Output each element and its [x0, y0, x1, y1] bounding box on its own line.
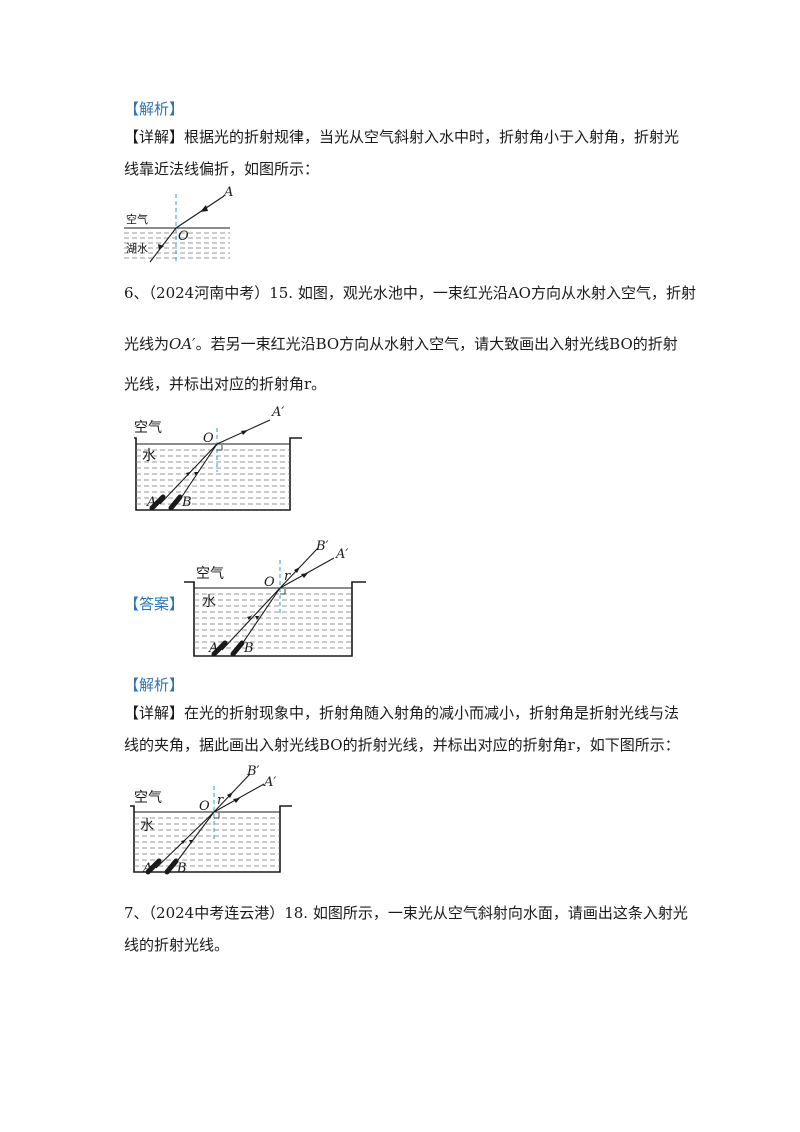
- label-A: A: [146, 495, 156, 510]
- question-6-line-1: 6、（2024河南中考）15. 如图，观光水池中，一束红光沿AO方向从水射入空气…: [124, 284, 696, 302]
- water-hatching: [134, 817, 280, 867]
- label-air: 空气: [196, 566, 224, 582]
- label-A: A: [223, 185, 233, 200]
- detail-paragraph-1: 【详解】根据光的折射规律，当光从空气斜射入水中时，折射角小于入射角，折射光: [124, 127, 684, 147]
- label-O: O: [264, 575, 275, 590]
- detail-paragraph-1-cont: 线靠近法线偏折，如图所示：: [124, 160, 320, 178]
- refracted-ray: [149, 227, 177, 263]
- right-angle-mark: [214, 813, 220, 819]
- label-A-prime: A′: [335, 547, 348, 562]
- light-source-B: [168, 494, 183, 511]
- arrow-icon: [227, 792, 233, 798]
- label-water: 水: [202, 594, 216, 610]
- refracted-ray-OA-prime: [213, 783, 265, 813]
- label-B-prime: B′: [246, 764, 260, 779]
- label-O: O: [203, 431, 214, 446]
- arrow-icon: [186, 470, 192, 476]
- question-7-line-1: 7、（2024中考连云港）18. 如图所示，一束光从空气斜射向水面，请画出这条入…: [124, 904, 688, 922]
- pool-vessel: [134, 437, 302, 511]
- arrow-icon: [200, 205, 208, 212]
- light-source-B: [230, 640, 245, 657]
- label-r: r: [217, 793, 224, 808]
- arrow-icon: [247, 614, 253, 620]
- label-water: 水: [142, 448, 156, 464]
- refraction-figure-lake: 空气 湖水 A O: [124, 185, 233, 263]
- arrow-icon: [255, 613, 261, 620]
- water-hatching: [136, 449, 290, 505]
- right-angle-mark: [280, 589, 286, 595]
- refraction-figure-analysis: 空气 水 O r B′ A′ A B: [130, 764, 292, 876]
- pool-vessel: [130, 805, 292, 873]
- analysis-heading-1: 【解析】: [124, 100, 185, 118]
- refraction-figure-question: 空气 水 O A′ A B: [134, 405, 302, 511]
- question-6-line-2: 光线为OA′。若另一束红光沿BO方向从水射入空气，请大致画出入射光线BO的折射: [124, 335, 678, 353]
- pool-vessel: [184, 581, 366, 657]
- analysis-heading-2: 【解析】: [124, 676, 185, 694]
- refraction-figure-answer: 空气 水 O r B′ A′ A B: [184, 539, 366, 657]
- light-source-A: [149, 494, 166, 511]
- arrow-icon: [301, 573, 308, 578]
- light-source-A: [145, 858, 162, 875]
- right-angle-mark: [217, 445, 223, 451]
- arrow-icon: [181, 838, 187, 844]
- symbol-OA-prime: OA′: [169, 335, 196, 353]
- arrow-icon: [158, 244, 164, 250]
- label-water: 水: [140, 818, 154, 834]
- label-O: O: [178, 229, 189, 244]
- label-water: 湖水: [126, 242, 148, 255]
- label-O: O: [199, 799, 210, 814]
- label-A-prime: A′: [263, 775, 276, 790]
- light-source-B: [164, 858, 179, 875]
- arrow-icon: [294, 567, 300, 573]
- label-air: 空气: [134, 790, 162, 806]
- arrow-icon: [194, 469, 200, 476]
- label-B: B: [176, 861, 187, 876]
- question-6-line-3: 光线，并标出对应的折射角r。: [124, 375, 327, 393]
- label-A-prime: A′: [271, 405, 284, 420]
- detail-text: 根据光的折射规律，当光从空气斜射入水中时，折射角小于入射角，折射光: [184, 128, 680, 146]
- label-A: A: [208, 641, 218, 656]
- detail-paragraph-2: 【详解】在光的折射现象中，折射角随入射角的减小而减小，折射角是折射光线与法: [124, 703, 684, 723]
- ray-BO: [237, 587, 281, 651]
- detail-tag: 【详解】: [124, 128, 185, 146]
- arrow-icon: [241, 430, 248, 435]
- label-air: 空气: [134, 420, 162, 436]
- answer-tag: 【答案】: [124, 595, 185, 613]
- detail-paragraph-2-cont: 线的夹角，据此画出入射光线BO的折射光线，并标出对应的折射角r，如下图所示：: [124, 736, 680, 754]
- detail-tag: 【详解】: [124, 704, 185, 722]
- arrow-icon: [189, 837, 195, 844]
- water-hatching: [194, 593, 352, 649]
- question-7-line-2: 线的折射光线。: [124, 936, 230, 954]
- label-B: B: [181, 495, 192, 510]
- water-hatching: [124, 232, 230, 259]
- label-r: r: [284, 569, 291, 584]
- arrow-icon: [233, 798, 240, 803]
- light-source-A: [211, 640, 228, 657]
- label-air: 空气: [126, 212, 148, 226]
- refracted-ray-OA-prime: [279, 557, 335, 589]
- detail-text: 在光的折射现象中，折射角随入射角的减小而减小，折射角是折射光线与法: [184, 704, 680, 722]
- label-B-prime: B′: [315, 539, 329, 554]
- label-A: A: [142, 861, 152, 876]
- ray-AO: [221, 587, 281, 651]
- label-B: B: [243, 641, 254, 656]
